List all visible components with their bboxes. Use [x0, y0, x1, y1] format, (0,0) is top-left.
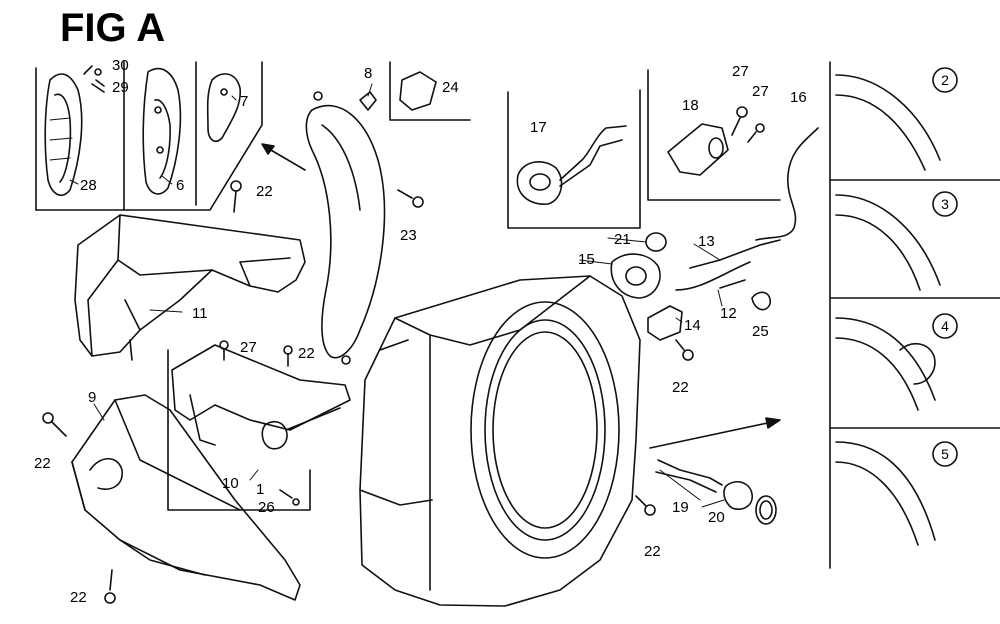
arrow-to-details	[649, 417, 781, 449]
part-18-inset	[647, 69, 781, 201]
callout-18: 18	[682, 97, 699, 114]
bolts-22-23	[42, 180, 694, 604]
callout-28: 28	[80, 177, 97, 194]
parts-8-24-inset	[359, 61, 471, 121]
leader-lines	[69, 83, 725, 508]
part-6-shield	[142, 67, 182, 195]
part-10-bracket	[167, 344, 351, 511]
callout-7: 7	[240, 93, 248, 110]
callout-9: 9	[88, 389, 96, 406]
callout-26: 26	[258, 499, 275, 516]
part-11-air-guide	[74, 214, 306, 361]
callout-20: 20	[708, 509, 725, 526]
callout-1: 1	[256, 481, 264, 498]
callout-22-e: 22	[672, 379, 689, 396]
callout-30: 30	[112, 57, 129, 74]
callout-14: 14	[684, 317, 701, 334]
detail-callout-labels: 2 3 4 5	[941, 72, 949, 462]
callout-22-b: 22	[298, 345, 315, 362]
callout-22-c: 22	[34, 455, 51, 472]
detail-callout-4: 4	[941, 318, 949, 334]
detail-callout-circles	[932, 67, 958, 467]
callout-29: 29	[112, 79, 129, 96]
part-7-cover	[206, 73, 242, 142]
callout-22-d: 22	[70, 589, 87, 606]
arrow-to-inset	[261, 143, 306, 171]
inset-panels-top-left	[35, 61, 263, 211]
callout-15: 15	[578, 251, 595, 268]
callout-6: 6	[176, 177, 184, 194]
callout-19: 19	[672, 499, 689, 516]
callout-12: 12	[720, 305, 737, 322]
figure-title: FIG A	[60, 6, 166, 50]
callout-labels: 30 29 28 6 7 22 8 24 23 11 27 22 9 22 10…	[34, 57, 807, 606]
callout-16: 16	[790, 89, 807, 106]
callout-27-c: 27	[752, 83, 769, 100]
callout-24: 24	[442, 79, 459, 96]
callout-25: 25	[752, 323, 769, 340]
main-fan-housing	[359, 275, 641, 607]
detail-callout-2: 2	[941, 72, 949, 88]
callout-23: 23	[400, 227, 417, 244]
part-16-wire	[755, 127, 819, 241]
side-shroud-panel	[305, 91, 386, 365]
callout-22-a: 22	[256, 183, 273, 200]
part-28-shield	[44, 73, 83, 196]
callout-11: 11	[192, 305, 208, 322]
callout-13: 13	[698, 233, 715, 250]
parts-29-30-fasteners	[83, 65, 105, 93]
callout-22-f: 22	[644, 543, 661, 560]
part-17-inset	[507, 89, 641, 229]
callout-27-a: 27	[240, 339, 257, 356]
detail-callout-3: 3	[941, 196, 949, 212]
callout-8: 8	[364, 65, 372, 82]
part-9-lower-cover	[71, 394, 301, 601]
callout-17: 17	[530, 119, 547, 136]
parts-19-20	[655, 459, 777, 525]
callout-21: 21	[614, 231, 631, 248]
callout-27-b: 27	[732, 63, 749, 80]
detail-callout-5: 5	[941, 446, 949, 462]
right-detail-strip	[829, 61, 1000, 569]
callout-10: 10	[222, 475, 239, 492]
